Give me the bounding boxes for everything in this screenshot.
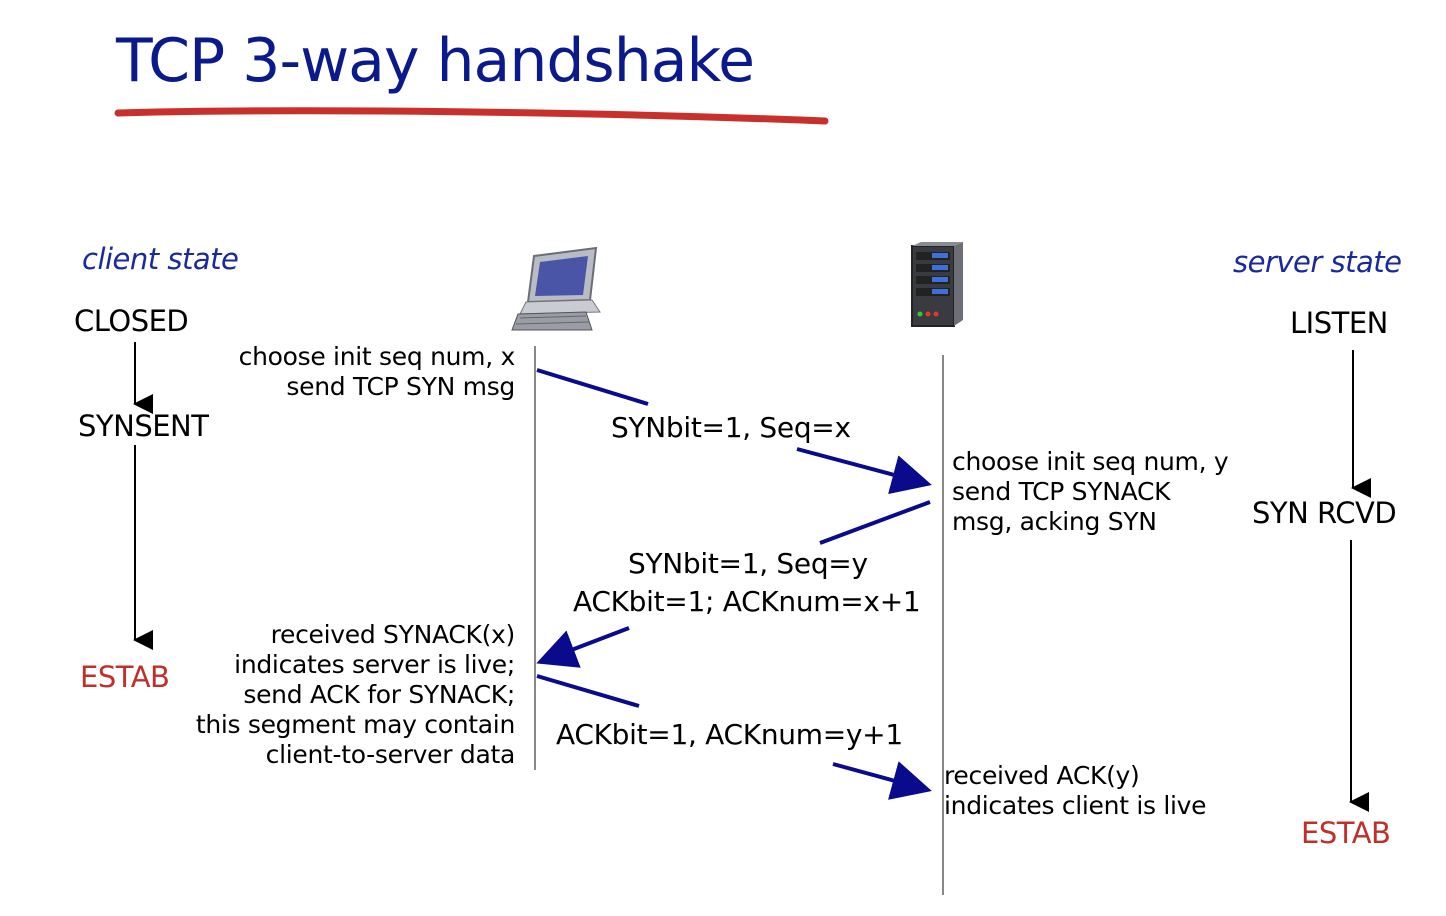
client-note-syn: choose init seq num, x send TCP SYN msg	[238, 342, 516, 402]
message-ack-label: ACKbit=1, ACKnum=y+1	[556, 718, 903, 751]
note-line: indicates client is live	[944, 791, 1207, 820]
message-synack-label-2: ACKbit=1; ACKnum=x+1	[573, 585, 921, 618]
note-line: choose init seq num, x	[238, 342, 516, 371]
synack-arrow-part2	[536, 626, 630, 668]
server-note-ack-received: received ACK(y) indicates client is live	[944, 761, 1207, 821]
note-line: received ACK(y)	[944, 761, 1140, 790]
note-line: choose init seq num, y	[952, 447, 1229, 476]
note-line: send ACK for SYNACK;	[243, 680, 515, 709]
ack-arrow-part1	[536, 674, 640, 708]
note-line: this segment may contain	[195, 710, 515, 739]
client-state-synsent: SYNSENT	[78, 409, 209, 443]
client-state-heading: client state	[82, 242, 239, 276]
server-state-synrcvd: SYN RCVD	[1252, 496, 1397, 530]
note-line: indicates server is live;	[234, 650, 515, 679]
message-synack-label-1: SYNbit=1, Seq=y	[628, 547, 868, 580]
note-line: msg, acking SYN	[952, 507, 1157, 536]
syn-arrow-part1	[536, 368, 649, 406]
client-state-closed: CLOSED	[74, 304, 189, 338]
server-note-synack: choose init seq num, y send TCP SYNACK m…	[952, 447, 1229, 537]
server-state-listen: LISTEN	[1290, 306, 1388, 340]
message-syn-label: SYNbit=1, Seq=x	[611, 411, 851, 444]
note-line: client-to-server data	[265, 740, 516, 769]
desktop-computer-icon	[511, 246, 601, 331]
synack-arrow-part1	[819, 500, 931, 545]
note-line: send TCP SYN msg	[286, 372, 515, 401]
server-state-estab: ESTAB	[1301, 816, 1391, 850]
client-state-estab: ESTAB	[80, 660, 170, 694]
note-line: send TCP SYNACK	[952, 477, 1171, 506]
note-line: received SYNACK(x)	[270, 620, 516, 649]
server-state-heading: server state	[1233, 245, 1402, 279]
page-title: TCP 3-way handshake	[116, 26, 755, 96]
server-tower-icon	[911, 242, 963, 327]
syn-arrow-part2	[796, 447, 932, 495]
ack-arrow-part2	[832, 761, 932, 800]
title-underline	[114, 107, 829, 125]
client-note-ack: received SYNACK(x) indicates server is l…	[196, 620, 515, 770]
